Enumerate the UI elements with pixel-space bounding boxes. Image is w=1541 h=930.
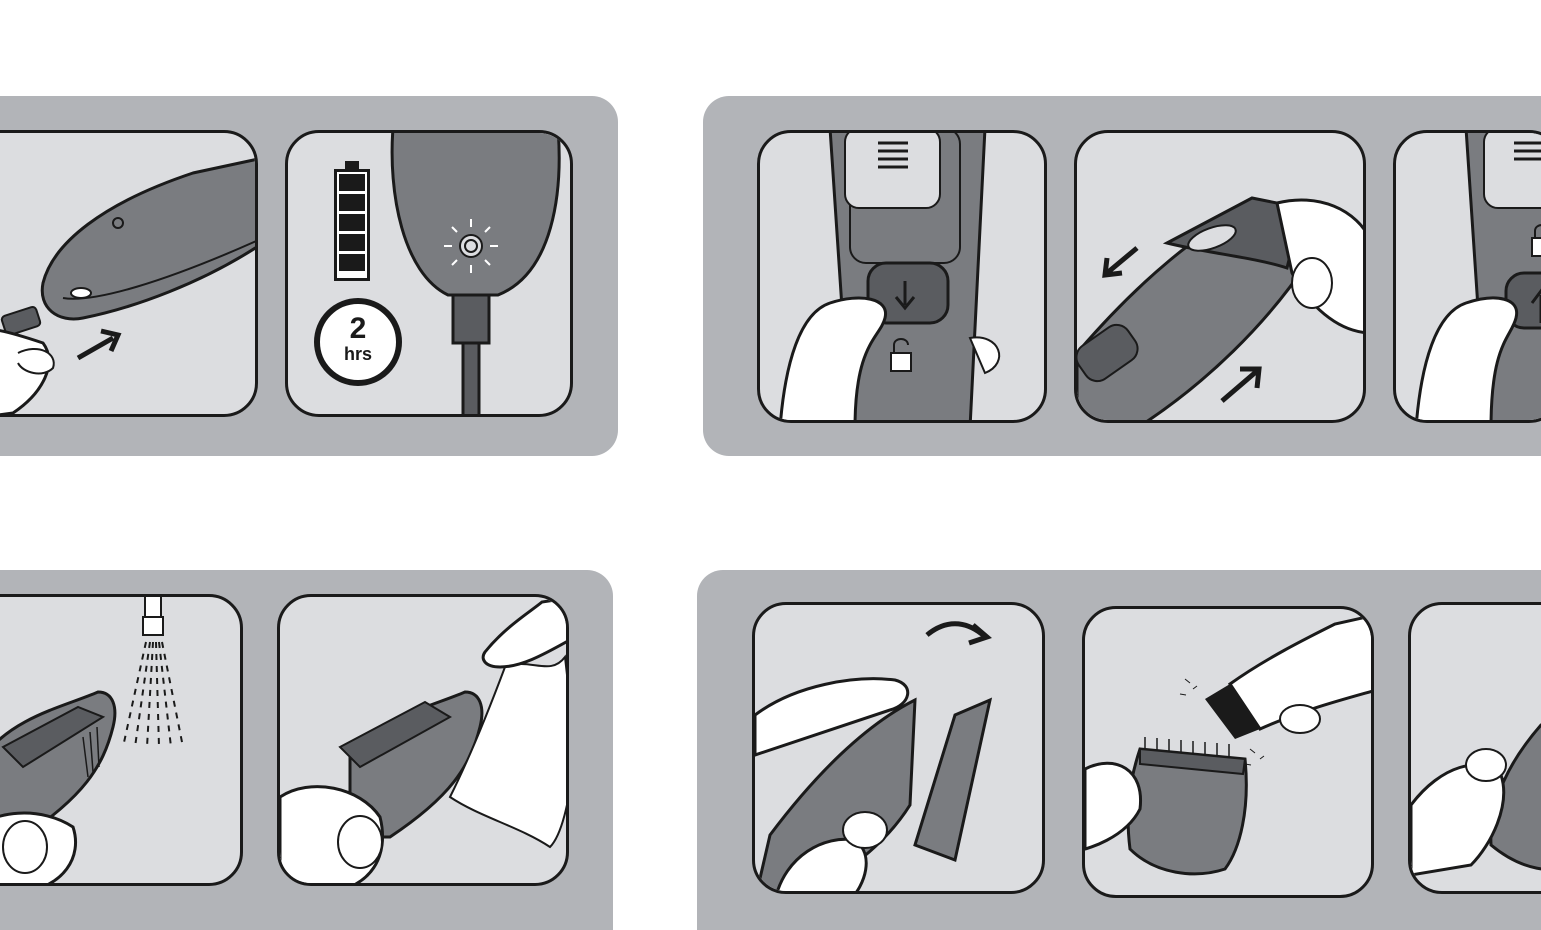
charge-time-value: 2 [320, 314, 396, 344]
battery-icon [334, 161, 370, 281]
panel-brush-blade [1082, 606, 1374, 898]
panel-dry-with-towel [277, 594, 569, 886]
charge-time-badge: 2 hrs [314, 298, 402, 386]
unlock-illustration [760, 133, 1047, 423]
charge-time-unit: hrs [320, 344, 396, 364]
remove-blade-illustration [755, 605, 1045, 894]
panel-charge-indicator: 2 hrs [285, 130, 573, 417]
refit-blade-illustration [1411, 605, 1541, 894]
rinse-illustration [0, 597, 243, 886]
panel-lock-slider [1393, 130, 1541, 423]
trimmer-plug-illustration [0, 133, 258, 417]
panel-remove-blade [752, 602, 1045, 894]
slide-comb-illustration [1077, 133, 1366, 423]
brush-blade-illustration [1085, 609, 1374, 898]
dry-illustration [280, 597, 569, 886]
panel-slide-comb [1074, 130, 1366, 423]
panel-unlock-slider [757, 130, 1047, 423]
lock-illustration [1396, 133, 1541, 423]
panel-plug-in-charger [0, 130, 258, 417]
panel-refit-blade [1408, 602, 1541, 894]
panel-rinse-under-tap [0, 594, 243, 886]
